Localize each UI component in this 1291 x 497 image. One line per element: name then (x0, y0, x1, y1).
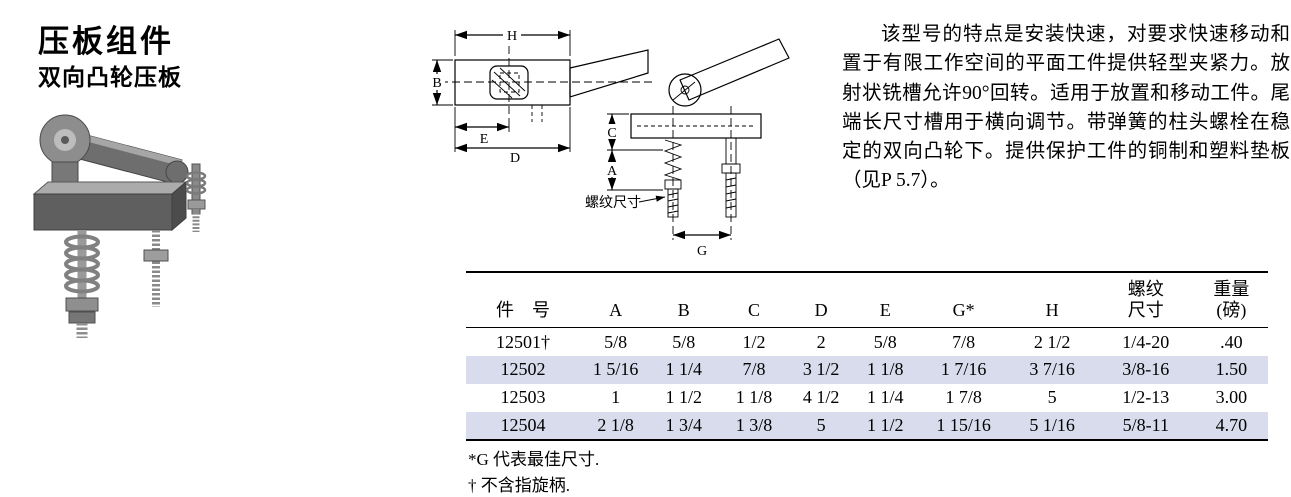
table-cell: 1 1/4 (867, 387, 904, 408)
dim-label-g: G (697, 244, 707, 259)
dim-label-c: C (607, 126, 616, 141)
page-title: 压板组件 (38, 24, 174, 59)
photo-clamp (32, 114, 207, 338)
table-cell: 3.00 (1215, 387, 1248, 408)
table-cell: 7/8 (742, 359, 766, 380)
table-cell: 5 (816, 414, 826, 435)
table-cell: 1 3/8 (735, 414, 773, 435)
product-photo (32, 114, 207, 338)
column-header-d: D (791, 272, 851, 329)
table-cell: 5/8 (873, 331, 897, 352)
table-cell: 1 7/8 (945, 387, 982, 408)
table-header-row: 件 号 A B C D E G* H 螺纹 尺寸 重量 (磅) (466, 272, 1268, 329)
dim-label-d: D (510, 151, 520, 165)
table-cell: 4 1/2 (802, 387, 840, 408)
table-cell: 3/8-16 (1122, 359, 1170, 380)
column-header-e: E (850, 272, 920, 329)
table-cell: 7/8 (952, 331, 976, 352)
table-cell: 1/2-13 (1122, 387, 1170, 408)
table-cell: 1 3/4 (665, 414, 703, 435)
column-header-b: B (651, 272, 717, 329)
column-header-a: A (579, 272, 652, 329)
table-row: 12503 1 1 1/2 1 1/8 4 1/2 1 1/4 1 7/8 5 … (466, 384, 1268, 412)
top-view-drawing: H B E D (429, 27, 656, 165)
table-cell: 1 1/8 (735, 387, 773, 408)
table-cell: 1 (611, 387, 621, 408)
table-cell: 3 1/2 (802, 359, 840, 380)
table-cell: 1 5/16 (592, 359, 639, 380)
table-cell: 1 1/4 (665, 359, 703, 380)
dim-label-b: B (432, 76, 441, 91)
column-header-c: C (716, 272, 792, 329)
table-cell: 1 1/2 (867, 414, 904, 435)
column-header-part: 件 号 (466, 272, 580, 329)
spec-table: 件 号 A B C D E G* H 螺纹 尺寸 重量 (磅) 12501† 5… (466, 271, 1268, 441)
table-cell: 1 1/8 (867, 359, 904, 380)
table-cell: 5 1/16 (1029, 414, 1075, 435)
table-cell: 1 7/16 (940, 359, 987, 380)
table-cell: .40 (1220, 331, 1243, 352)
dim-label-a: A (607, 164, 618, 179)
table-cell: 2 1/8 (597, 414, 634, 435)
column-header-thread: 螺纹 尺寸 (1096, 272, 1195, 329)
spec-table-grid: 件 号 A B C D E G* H 螺纹 尺寸 重量 (磅) 12501† 5… (466, 271, 1268, 441)
table-cell: 5/8 (672, 331, 696, 352)
table-cell: 1/2 (742, 331, 766, 352)
table-cell: 1.50 (1215, 359, 1248, 380)
table-row: 12504 2 1/8 1 3/4 1 3/8 5 1 1/2 1 15/16 … (466, 411, 1268, 440)
table-cell: 1 1/2 (665, 387, 703, 408)
footnote-g: *G 代表最佳尺寸. (468, 450, 600, 469)
dim-label-h: H (507, 29, 517, 44)
front-view-drawing: C A 螺纹尺寸 G (585, 38, 790, 259)
table-row: 12501† 5/8 5/8 1/2 2 5/8 7/8 2 1/2 1/4-2… (466, 328, 1268, 356)
table-cell: 1 15/16 (936, 414, 991, 435)
part-number-cell: 12503 (500, 387, 546, 408)
table-cell: 2 (816, 331, 826, 352)
top-view-geometry: H B E D (429, 27, 656, 165)
table-cell: 2 1/2 (1033, 331, 1071, 352)
product-description: 该型号的特点是安装快速，对要求快速移动和置于有限工作空间的平面工件提供轻型夹紧力… (842, 24, 1290, 192)
table-cell: 4.70 (1215, 414, 1248, 435)
column-header-g: G* (919, 272, 1008, 329)
page-subtitle: 双向凸轮压板 (38, 64, 182, 90)
part-number-cell: 12504 (500, 414, 546, 435)
front-view-geometry: C A 螺纹尺寸 G (585, 38, 790, 259)
column-header-h: H (1007, 272, 1097, 329)
dim-label-e: E (480, 132, 489, 147)
part-number-cell: 12501† (495, 331, 550, 352)
table-cell: 3 7/16 (1029, 359, 1075, 380)
table-cell: 5/8 (604, 331, 628, 352)
footnote-dagger: † 不含指旋柄. (468, 475, 570, 495)
table-cell: 5/8-11 (1122, 414, 1169, 435)
table-row: 12502 1 5/16 1 1/4 7/8 3 1/2 1 1/8 1 7/1… (466, 355, 1268, 384)
footnotes: *G 代表最佳尺寸. † 不含指旋柄. (468, 447, 599, 497)
table-cell: 5 (1047, 387, 1057, 408)
table-cell: 1/4-20 (1122, 331, 1170, 352)
column-header-weight: 重量 (磅) (1194, 272, 1268, 329)
thread-size-label: 螺纹尺寸 (585, 195, 641, 211)
part-number-cell: 12502 (500, 359, 546, 380)
